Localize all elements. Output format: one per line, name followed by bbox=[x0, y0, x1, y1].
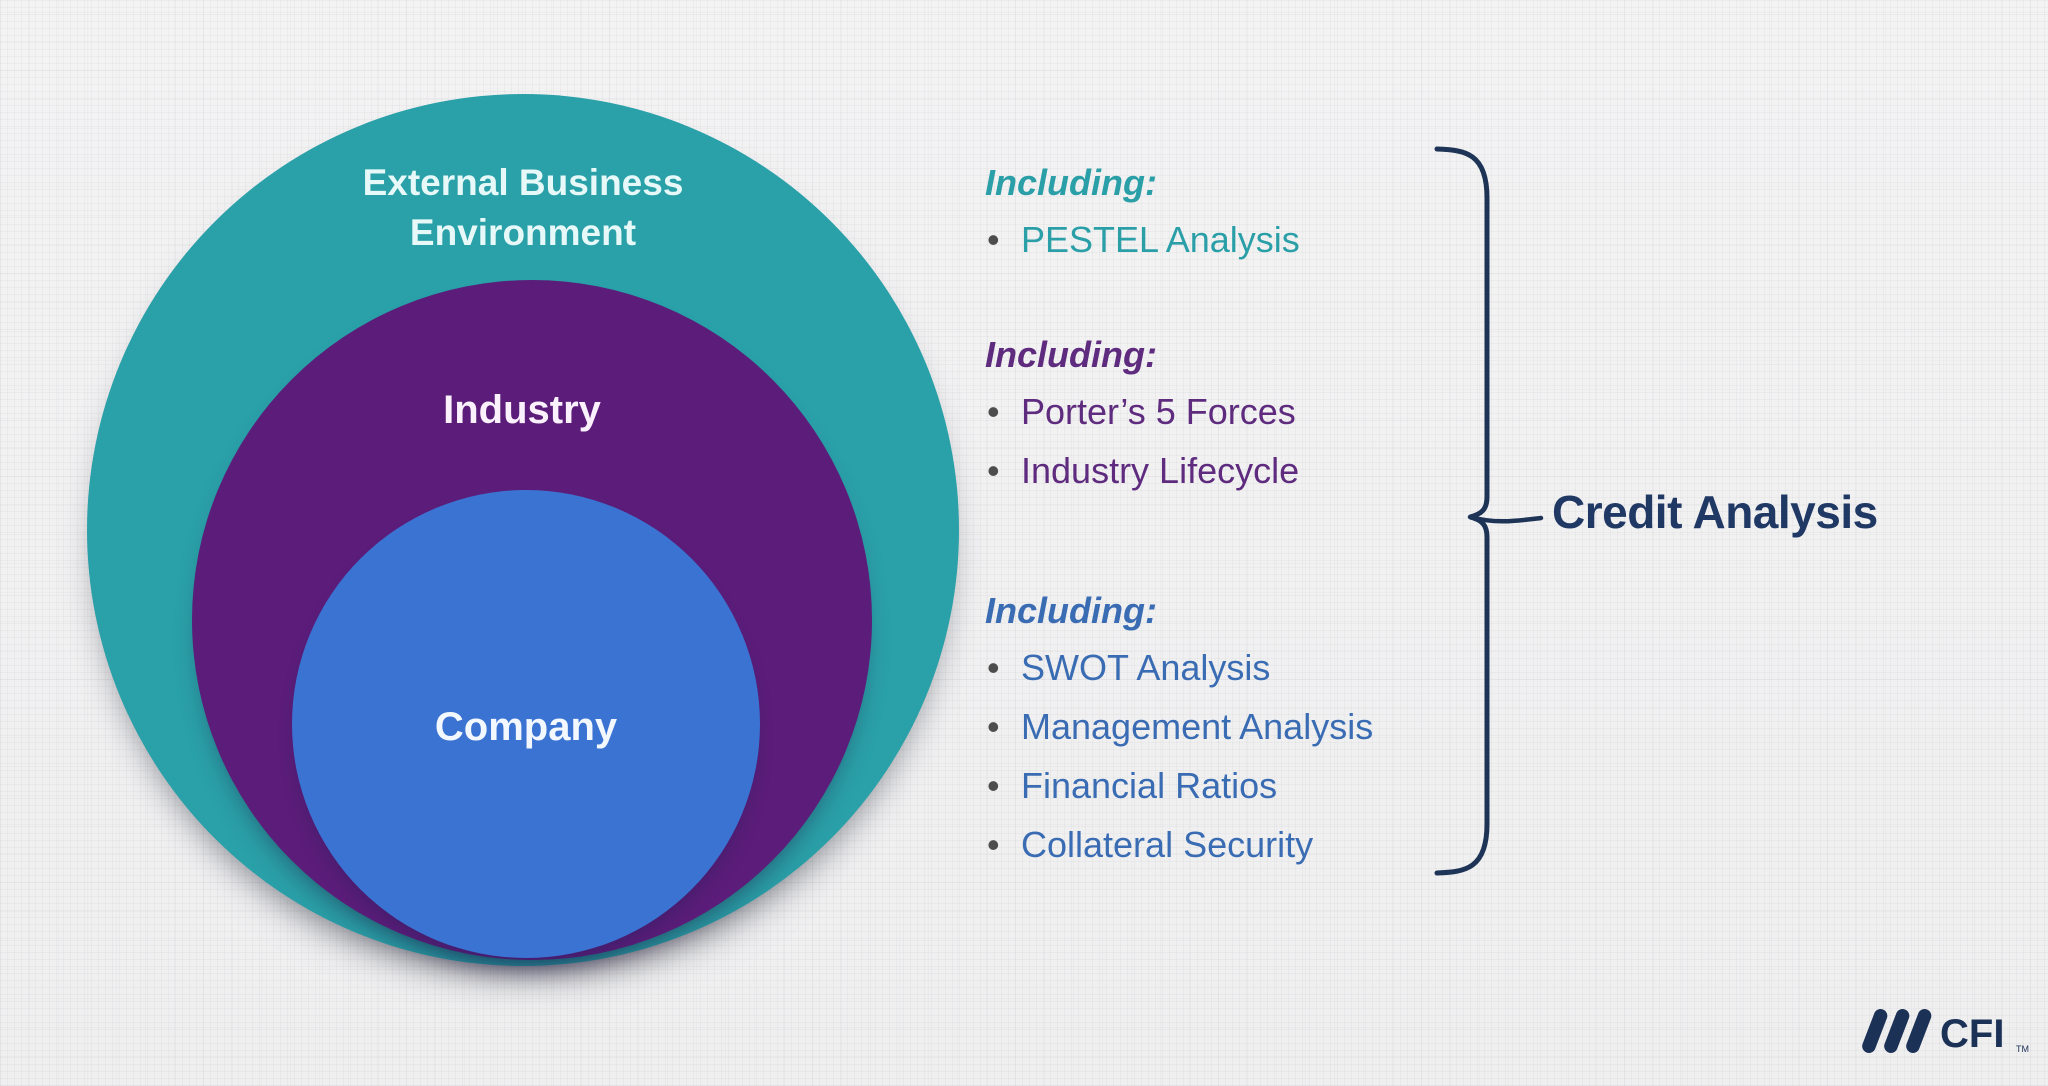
list-item: Porter’s 5 Forces bbox=[985, 382, 1299, 441]
list-item: Management Analysis bbox=[985, 697, 1373, 756]
list-company: Including: SWOT Analysis Management Anal… bbox=[985, 584, 1373, 874]
list-industry: Including: Porter’s 5 Forces Industry Li… bbox=[985, 328, 1299, 500]
list-external-environment: Including: PESTEL Analysis bbox=[985, 156, 1300, 269]
list-items-industry: Porter’s 5 Forces Industry Lifecycle bbox=[985, 382, 1299, 500]
cfi-logo: CFI TM bbox=[1862, 1009, 2029, 1056]
brace-dash bbox=[1467, 514, 1544, 524]
list-heading-company: Including: bbox=[985, 590, 1157, 631]
cfi-logo-tm: TM bbox=[2016, 1044, 2029, 1054]
list-heading-industry: Including: bbox=[985, 334, 1157, 375]
circle-label-external-business-environment: External Business Environment bbox=[362, 162, 684, 253]
cfi-logo-bars-icon bbox=[1862, 1009, 1932, 1053]
circle-company bbox=[292, 490, 760, 958]
list-item: PESTEL Analysis bbox=[985, 210, 1300, 269]
list-item: SWOT Analysis bbox=[985, 638, 1373, 697]
circle-label-industry: Industry bbox=[443, 388, 601, 432]
circle-label-company: Company bbox=[434, 705, 618, 749]
list-items-external: PESTEL Analysis bbox=[985, 210, 1300, 269]
credit-analysis-title: Credit Analysis bbox=[1552, 486, 1878, 538]
list-item: Industry Lifecycle bbox=[985, 441, 1299, 500]
list-item: Collateral Security bbox=[985, 815, 1373, 874]
brace-path bbox=[1434, 146, 1490, 876]
list-items-company: SWOT Analysis Management Analysis Financ… bbox=[985, 638, 1373, 874]
list-heading-external: Including: bbox=[985, 162, 1157, 203]
cfi-logo-text: CFI bbox=[1940, 1012, 2004, 1056]
list-item: Financial Ratios bbox=[985, 756, 1373, 815]
